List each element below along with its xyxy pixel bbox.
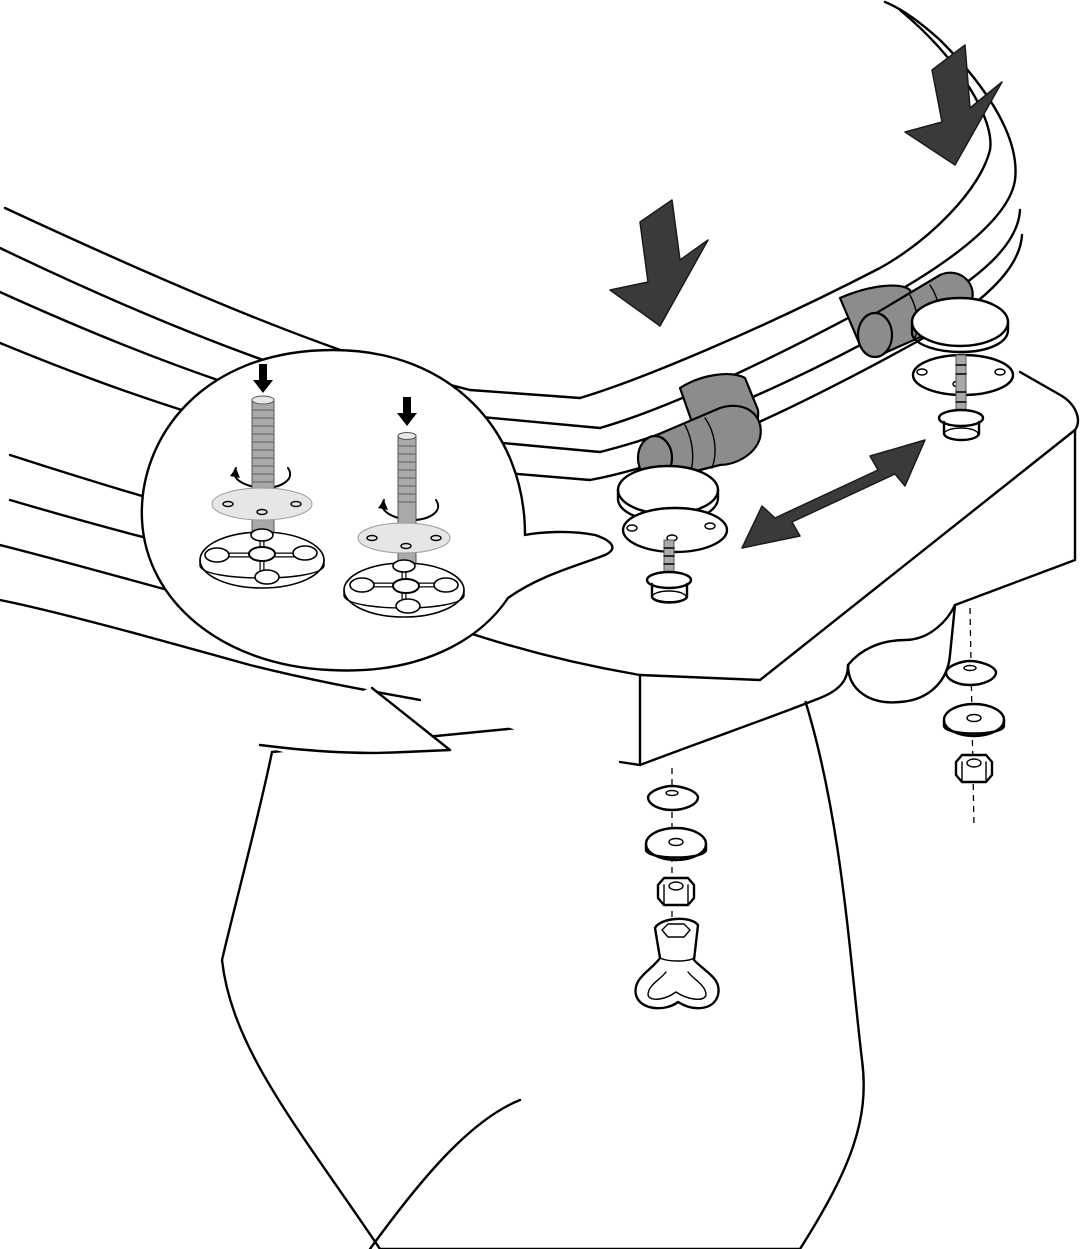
callout-bolt-right	[343, 397, 465, 618]
callout-bolt-left	[199, 364, 325, 589]
press-down-arrow-icon	[609, 44, 1003, 327]
hinge-left	[616, 373, 762, 604]
hardware-stack-left	[644, 768, 708, 925]
adjust-double-arrow-icon	[741, 439, 926, 549]
hex-key-icon	[634, 917, 720, 1010]
detail-callout	[140, 348, 614, 672]
hardware-stack-right	[942, 607, 1006, 829]
toilet-pedestal	[220, 698, 865, 1249]
hinge-right	[838, 271, 1015, 442]
